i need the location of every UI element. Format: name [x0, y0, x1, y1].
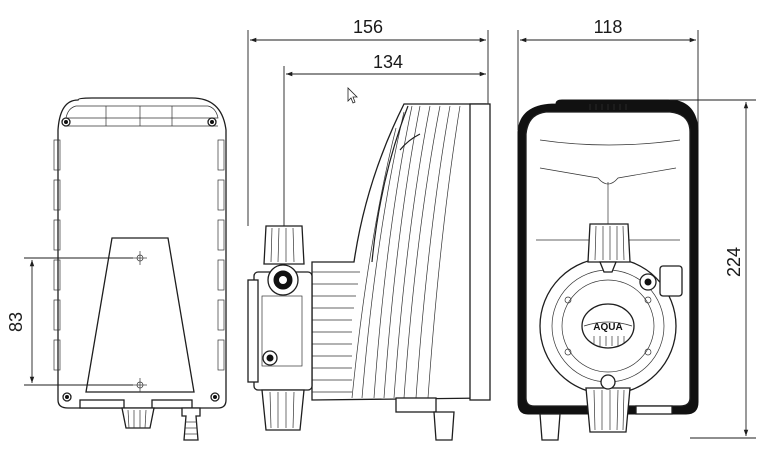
- upper-mount-hole: [133, 251, 147, 265]
- dim-label-156: 156: [353, 17, 383, 37]
- dimension-156: 156: [247, 17, 489, 226]
- dimension-83: 83: [6, 257, 133, 386]
- back-view: [53, 97, 227, 441]
- side-view: [247, 103, 491, 441]
- dimension-224: 224: [670, 99, 756, 439]
- dimension-134: 134: [283, 52, 486, 226]
- dimension-118: 118: [517, 17, 699, 130]
- aqua-logo: AQUA: [581, 303, 635, 349]
- dim-label-224: 224: [724, 247, 744, 277]
- lower-mount-hole: [133, 378, 147, 392]
- mouse-cursor-icon: [347, 87, 358, 104]
- front-view: AQUA: [517, 99, 699, 441]
- dim-label-118: 118: [594, 17, 623, 37]
- dim-label-134: 134: [373, 52, 403, 72]
- aqua-logo-text: AQUA: [593, 322, 622, 333]
- dim-label-83: 83: [6, 312, 26, 332]
